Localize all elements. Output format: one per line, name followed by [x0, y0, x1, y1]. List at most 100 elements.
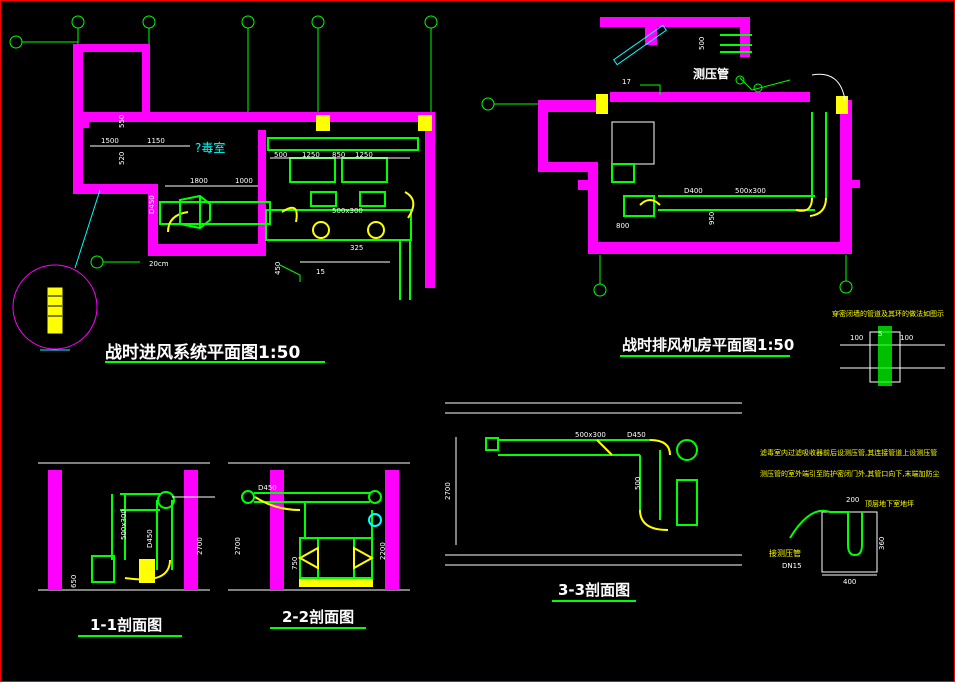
wall — [600, 17, 750, 27]
wall — [385, 470, 399, 590]
wall — [645, 17, 657, 45]
section-1-1-title: 1-1剖面图 — [90, 616, 162, 634]
intake-plan: 1500 1150 550 520 1800 1000 500 1250 850… — [9, 15, 438, 363]
grid-bubble — [71, 15, 85, 29]
fan-box — [611, 163, 635, 183]
wall — [73, 44, 150, 52]
wall — [578, 180, 590, 190]
grid-bubble — [241, 15, 255, 29]
pipe-size: DN15 — [782, 562, 802, 570]
svg-text:950: 950 — [708, 212, 716, 225]
svg-text:D450: D450 — [148, 195, 156, 214]
intake-elbows — [167, 191, 415, 239]
elbow — [254, 496, 301, 511]
pressure-pipe-label: 测压管 — [693, 66, 729, 81]
svg-text:500: 500 — [634, 477, 642, 490]
svg-text:2700: 2700 — [196, 537, 204, 555]
damper — [139, 559, 155, 583]
grid-bubble — [311, 15, 325, 29]
duct-section — [157, 491, 175, 509]
wall — [610, 92, 810, 102]
elbow — [639, 509, 669, 531]
duct-section — [367, 221, 385, 239]
svg-text:520: 520 — [118, 152, 126, 165]
svg-text:100: 100 — [900, 334, 913, 342]
floor-label: 顶层地下室地坪 — [865, 499, 914, 508]
filter-box — [289, 157, 336, 183]
wall — [142, 44, 150, 119]
pipe-detail-note: 穿密闭墙的管道及其环的做法如图示 — [832, 309, 944, 318]
svg-text:800: 800 — [616, 222, 629, 230]
pressure-pipe — [789, 509, 863, 557]
section-2-2: D450 2700 2200 750 2-2剖面图 — [228, 462, 410, 629]
fan-box — [91, 555, 115, 583]
exhaust-labels: 测压管 500 17 800 950 500x300 D400 战时排风机房平面… — [616, 37, 794, 357]
grid-bubbles-exhaust — [481, 97, 853, 297]
fan — [676, 439, 698, 461]
pipe-wall-detail: 穿密闭墙的管道及其环的做法如图示 100 5 100 — [832, 309, 945, 386]
detail-magnifier — [12, 264, 98, 351]
wall — [148, 244, 262, 256]
svg-text:1800: 1800 — [190, 177, 208, 185]
section-3-3-title: 3-3剖面图 — [558, 581, 630, 599]
exhaust-plan: 测压管 500 17 800 950 500x300 D400 战时排风机房平面… — [481, 17, 860, 357]
wall — [73, 184, 158, 194]
elbow — [649, 439, 671, 456]
svg-text:D450: D450 — [627, 431, 646, 439]
wall — [148, 184, 158, 254]
wall — [73, 112, 433, 122]
svg-text:500x300: 500x300 — [735, 187, 766, 195]
svg-text:15: 15 — [316, 268, 325, 276]
exhaust-pipes-top — [640, 75, 791, 95]
grid-bubble — [90, 255, 104, 269]
elbow — [404, 191, 415, 219]
svg-text:1250: 1250 — [355, 151, 373, 159]
filter-box — [341, 157, 388, 183]
intake-equipment — [159, 137, 419, 300]
grid-bubble — [9, 35, 23, 49]
column — [836, 96, 848, 114]
svg-text:650: 650 — [70, 575, 78, 588]
exhaust-elbows — [639, 73, 846, 217]
wall — [588, 162, 598, 252]
wall — [48, 470, 62, 590]
fan-box — [359, 191, 386, 207]
reducer — [353, 546, 375, 570]
exhaust-ducts — [611, 34, 827, 217]
svg-text:17: 17 — [622, 78, 631, 86]
wall — [83, 122, 89, 128]
svg-text:D450: D450 — [146, 529, 154, 548]
svg-text:360: 360 — [878, 537, 886, 550]
fan-unit — [611, 121, 655, 165]
main-duct — [159, 201, 271, 225]
duct-section — [312, 221, 330, 239]
svg-text:100: 100 — [850, 334, 863, 342]
duct-run — [267, 137, 419, 151]
wall — [258, 130, 266, 256]
svg-text:1150: 1150 — [147, 137, 165, 145]
svg-text:2700: 2700 — [234, 537, 242, 555]
elbow — [167, 211, 189, 233]
wall — [740, 17, 750, 57]
note-line-2: 测压管的室外端引至防护密闭门外,其管口向下,末端加防尘 — [760, 469, 939, 478]
column — [418, 115, 432, 131]
svg-text:5: 5 — [878, 330, 882, 338]
elbow — [809, 197, 827, 217]
wall — [538, 100, 608, 112]
svg-text:500: 500 — [698, 37, 706, 50]
svg-text:1500: 1500 — [101, 137, 119, 145]
intake-labels: 1500 1150 550 520 1800 1000 500 1250 850… — [101, 115, 373, 363]
svg-text:2200: 2200 — [379, 542, 387, 560]
section-3-3: 500x300 D450 2700 500 3-3剖面图 — [444, 402, 742, 602]
section-1-1: 500x300 D450 2700 650 1-1剖面图 — [38, 462, 215, 637]
walls-exhaust — [538, 17, 860, 254]
fan-box — [310, 191, 337, 207]
svg-text:2700: 2700 — [444, 482, 452, 500]
column — [316, 115, 330, 131]
svg-text:200: 200 — [846, 496, 859, 504]
pipe-label: 接测压管 — [769, 548, 801, 558]
base — [299, 579, 373, 587]
elbow — [124, 559, 171, 581]
filter-absorber — [299, 537, 373, 579]
